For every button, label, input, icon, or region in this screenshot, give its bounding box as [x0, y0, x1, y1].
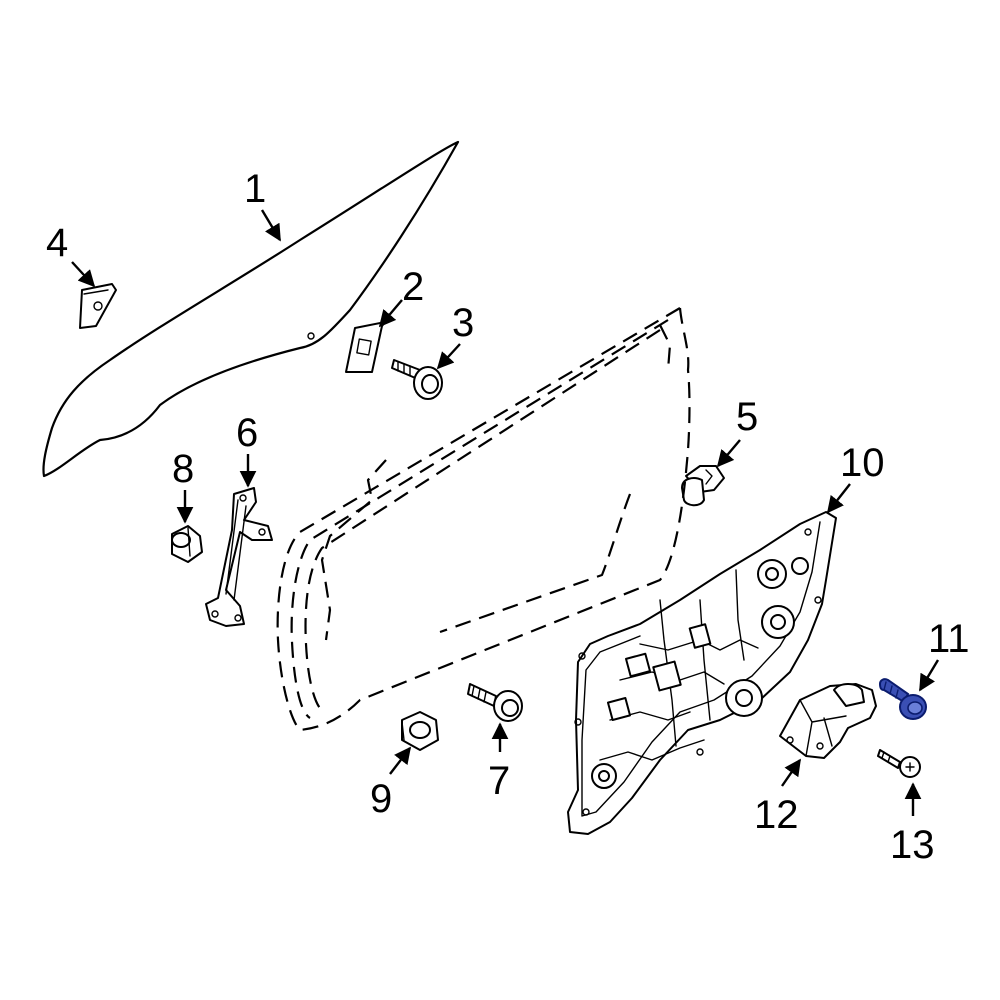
part-bolt-7[interactable] [467, 683, 523, 722]
callout-13: 13 [890, 823, 935, 867]
callout-labels: 1 2 3 4 5 6 7 8 9 10 11 12 13 [46, 167, 970, 867]
callout-11: 11 [928, 617, 970, 661]
part-door-module-panel[interactable] [567, 511, 837, 835]
leader-arrows [71, 209, 940, 816]
part-nut-9[interactable] [401, 711, 439, 751]
part-regulator-motor[interactable] [779, 683, 877, 759]
part-guide-rail[interactable] [205, 487, 273, 627]
callout-5: 5 [736, 395, 758, 439]
door-outline-dashed [276, 307, 691, 732]
part-bolt-3[interactable] [391, 359, 443, 400]
callout-1: 1 [244, 167, 266, 211]
part-screw-13[interactable] [877, 749, 921, 778]
part-door-glass[interactable] [42, 140, 460, 478]
callout-4: 4 [46, 221, 68, 265]
callout-10: 10 [840, 441, 885, 485]
callout-7: 7 [488, 759, 510, 803]
part-glass-bracket[interactable] [79, 283, 117, 329]
callout-3: 3 [452, 301, 474, 345]
callout-6: 6 [236, 411, 258, 455]
callout-2: 2 [402, 265, 424, 309]
callout-8: 8 [172, 447, 194, 491]
callout-9: 9 [370, 777, 392, 821]
callout-12: 12 [754, 793, 799, 837]
part-bolt-11-highlighted[interactable] [878, 678, 927, 720]
part-nut-8[interactable] [171, 525, 203, 563]
part-clip-5[interactable] [681, 465, 725, 507]
part-glass-plate[interactable] [345, 321, 386, 373]
